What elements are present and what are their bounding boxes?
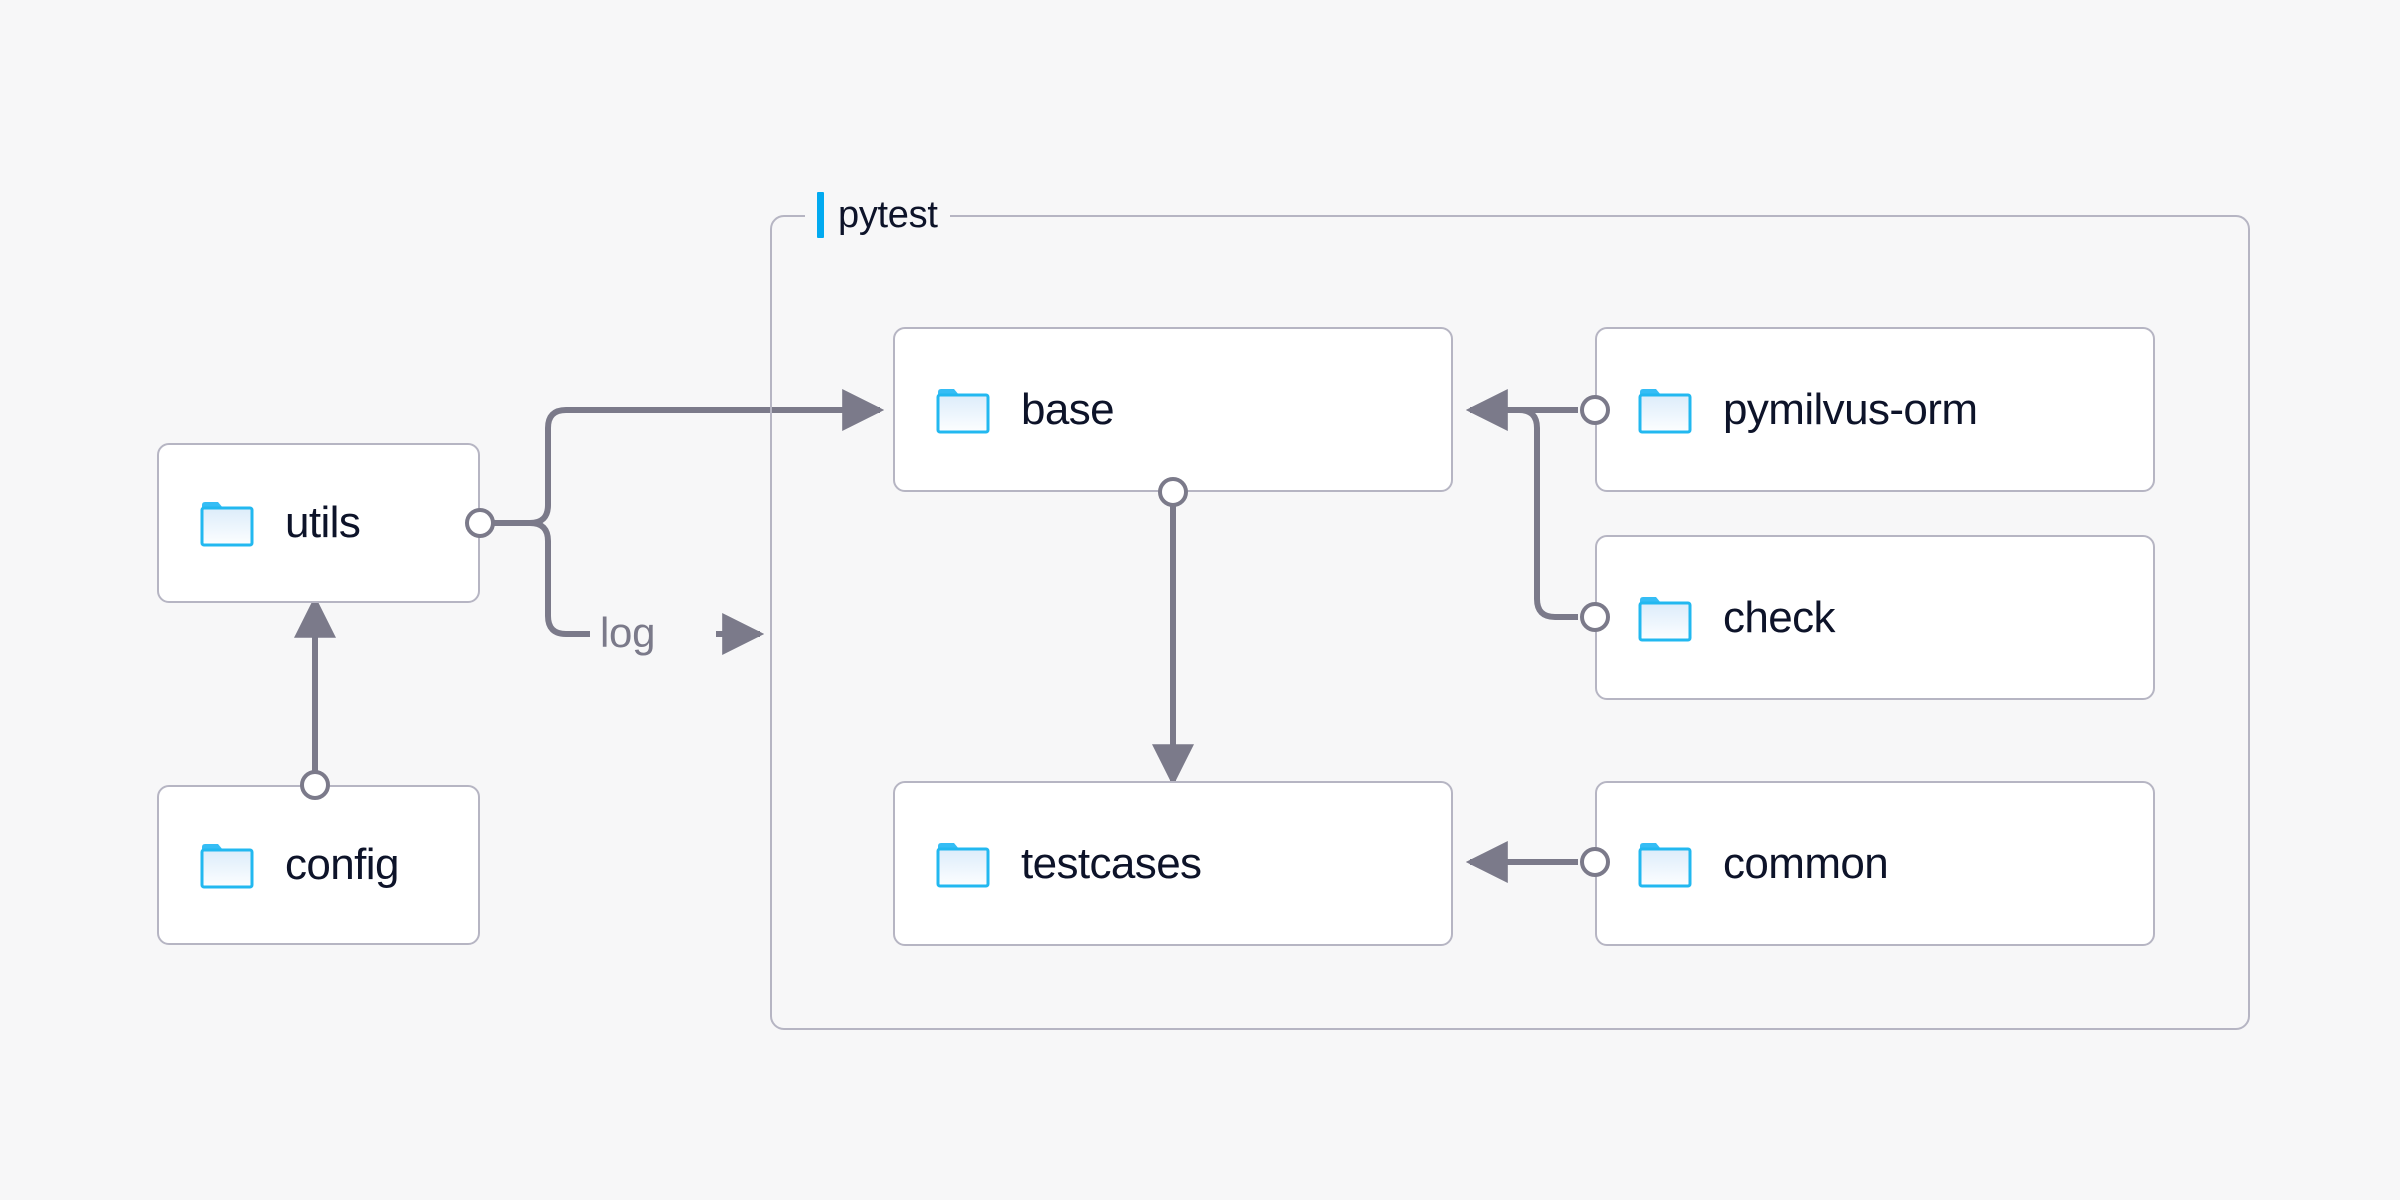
- node-label: testcases: [1021, 838, 1202, 888]
- node-common[interactable]: common: [1595, 781, 2155, 946]
- node-check[interactable]: check: [1595, 535, 2155, 700]
- node-base[interactable]: base: [893, 327, 1453, 492]
- folder-icon: [936, 388, 990, 433]
- edge-label-log: log: [600, 609, 656, 656]
- folder-icon: [200, 502, 254, 547]
- connector-utils-right[interactable]: [465, 508, 495, 538]
- folder-icon: [1638, 842, 1692, 887]
- folder-icon: [1638, 388, 1692, 433]
- folder-icon: [936, 842, 990, 887]
- node-label: pymilvus-orm: [1723, 384, 1978, 434]
- connector-common-left[interactable]: [1580, 847, 1610, 877]
- edge-utils-to-log: [529, 520, 590, 637]
- node-pymilvus-orm[interactable]: pymilvus-orm: [1595, 327, 2155, 492]
- folder-icon: [200, 844, 254, 889]
- group-pytest-container[interactable]: [770, 215, 2250, 1030]
- connector-pymilvus-orm-left[interactable]: [1580, 395, 1610, 425]
- node-label: config: [285, 840, 399, 889]
- connector-config-top[interactable]: [300, 770, 330, 800]
- node-label: common: [1723, 838, 1889, 888]
- connector-base-bottom[interactable]: [1158, 477, 1188, 507]
- group-label-text: pytest: [838, 194, 938, 236]
- folder-icon: [1638, 596, 1692, 641]
- connector-check-left[interactable]: [1580, 602, 1610, 632]
- node-label: utils: [285, 498, 361, 547]
- node-label: base: [1021, 384, 1115, 434]
- node-testcases[interactable]: testcases: [893, 781, 1453, 946]
- node-label: check: [1723, 592, 1836, 642]
- node-config[interactable]: config: [157, 785, 480, 945]
- group-accent-bar: [817, 192, 824, 238]
- group-pytest-label: pytest: [805, 191, 950, 239]
- node-utils[interactable]: utils: [157, 443, 480, 603]
